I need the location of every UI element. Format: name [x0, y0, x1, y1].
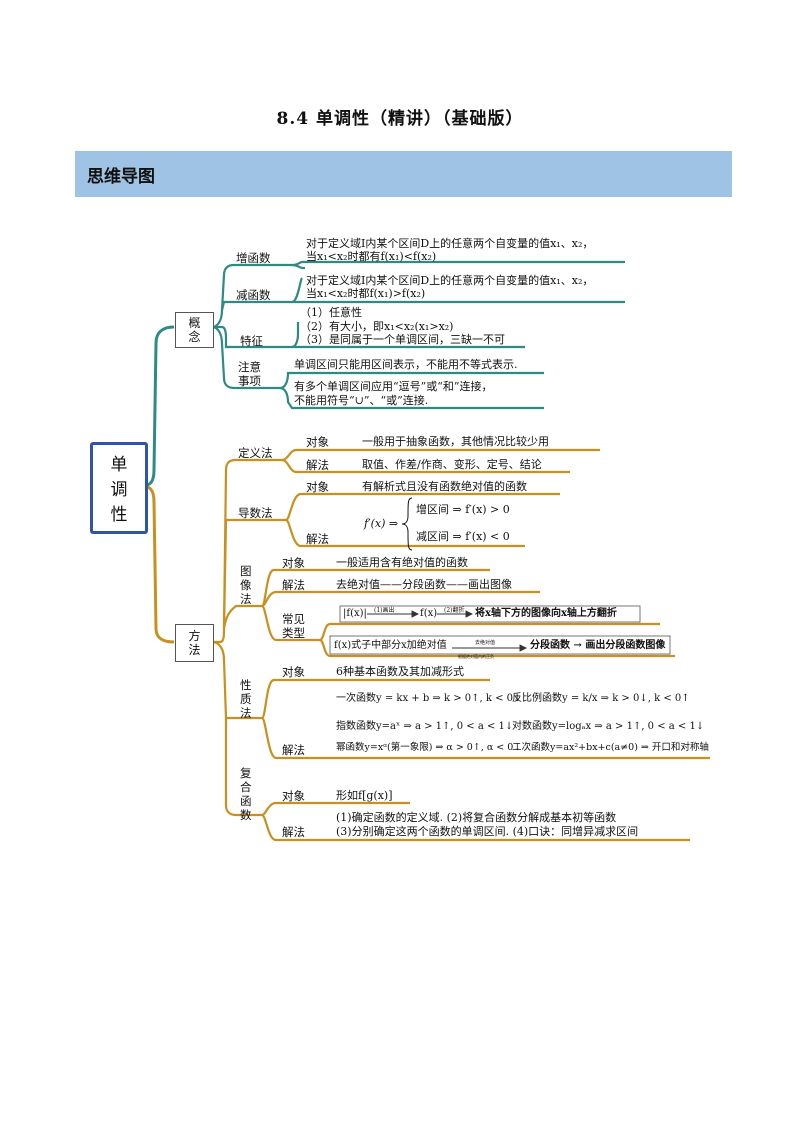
note-2b: 不能用符号“∪”、“或”连接. [294, 394, 429, 407]
section-heading: 思维导图 [87, 167, 155, 187]
property-object: 6种基本函数及其加减形式 [336, 665, 464, 678]
document-title: 8.4 单调性（精讲）（基础版） [276, 109, 524, 129]
definition-object: 一般用于抽象函数，其他情况比较少用 [362, 435, 549, 448]
composite-object-label: 对象 [282, 789, 305, 803]
graph-types-label: 常见 类型 [282, 612, 305, 640]
definition-method-label: 定义法 [238, 446, 273, 460]
concept-node: 概 念 [175, 312, 214, 348]
graph-type1-fx: f(x) [420, 608, 438, 619]
increasing-label: 增函数 [236, 251, 271, 265]
derivative-method-label: 导数法 [238, 506, 273, 520]
graph-solution: 去绝对值——分段函数——画出图像 [336, 578, 512, 591]
decreasing-def-1: 对于定义域I内某个区间D上的任意两个自变量的值x₁、x₂， [306, 274, 594, 287]
composite-step-2: (3)分别确定这两个函数的单调区间. (4)口诀：同增异减求区间 [336, 825, 639, 838]
increasing-def-2: 当x₁<x₂时都有f(x₁)<f(x₂) [306, 250, 437, 263]
composite-function-label: 复 合 函 数 [240, 766, 252, 822]
graph-type2-step: 去绝对值 [475, 640, 496, 646]
feature-1: （1）任意性 [300, 306, 362, 319]
quadratic-function: 二次函数y=ax²+bx+c(a≠0) ⇒ 开口和对称轴 [512, 742, 709, 753]
note-2a: 有多个单调区间应用“逗号”或“和”连接， [294, 380, 493, 393]
property-object-label: 对象 [282, 665, 305, 679]
composite-solution-label: 解法 [282, 825, 305, 839]
method-label: 方 法 [188, 629, 201, 657]
derivative-solution-label: 解法 [306, 532, 329, 546]
logarithmic-function: 对数函数y=logₐx ⇒ a > 1↑, 0 < a < 1↓ [512, 721, 705, 732]
definition-solution: 取值、作差/作商、变形、定号、结论 [362, 458, 542, 471]
note-1: 单调区间只能用区间表示，不能用不等式表示. [294, 358, 518, 371]
derivative-object: 有解析式且没有函数绝对值的函数 [362, 480, 527, 493]
notes-label: 注意 事项 [238, 360, 261, 388]
power-function: 幂函数y=xᵅ(第一象限) ⇒ α > 0↑, α < 0↓ [336, 742, 522, 753]
graph-type2-result: 分段函数 → 画出分段函数图像 [530, 640, 666, 651]
linear-function: 一次函数y = kx + b ⇒ k > 0↑, k < 0↓ [336, 693, 522, 704]
derivative-decreasing: 减区间 ⇒ f′(x) < 0 [416, 530, 510, 543]
decreasing-def-2: 当x₁<x₂时都f(x₁)>f(x₂) [306, 287, 426, 300]
root-node: 单 调 性 [90, 442, 148, 534]
reciprocal-function: 反比例函数y = k/x ⇒ k > 0↓, k < 0↑ [512, 693, 690, 704]
graph-object: 一般适用含有绝对值的函数 [336, 556, 468, 569]
derivative-increasing: 增区间 ⇒ f′(x) > 0 [416, 503, 510, 516]
composite-object: 形如f[g(x)] [336, 789, 393, 802]
property-solution-label: 解法 [282, 743, 305, 757]
graph-method-label: 图 像 法 [240, 564, 252, 606]
definition-solution-label: 解法 [306, 458, 329, 472]
increasing-def-1: 对于定义域I内某个区间D上的任意两个自变量的值x₁、x₂， [306, 237, 594, 250]
composite-step-1: (1)确定函数的定义域. (2)将复合函数分解成基本初等函数 [336, 811, 617, 824]
concept-label: 概 念 [188, 316, 201, 344]
property-method-label: 性 质 法 [240, 678, 252, 720]
graph-type1-abs: |f(x)| [343, 608, 367, 619]
graph-type1-result: 将x轴下方的图像向x轴上方翻折 [475, 608, 617, 619]
feature-3: （3）是同属于一个单调区间，三缺一不可 [300, 333, 505, 346]
derivative-object-label: 对象 [306, 480, 329, 494]
feature-label: 特征 [240, 334, 263, 348]
graph-solution-label: 解法 [282, 578, 305, 592]
graph-object-label: 对象 [282, 556, 305, 570]
graph-type1-step2: (2)翻折 [444, 607, 465, 614]
exponential-function: 指数函数y=aˣ ⇒ a > 1↑, 0 < a < 1↓ [336, 721, 514, 732]
decreasing-label: 减函数 [236, 288, 271, 302]
graph-type1-step1: (1)画出 [374, 607, 395, 614]
section-banner: 思维导图 [75, 151, 732, 197]
derivative-fx: f′(x) ⇒ [364, 517, 399, 530]
definition-object-label: 对象 [306, 435, 329, 449]
graph-type2-desc: f(x)式子中部分x加绝对值 [334, 640, 447, 651]
graph-type2-sign: 根据绝对值内的正负 [458, 654, 494, 659]
feature-2: （2）有大小，即x₁<x₂(x₁>x₂) [300, 320, 454, 333]
root-label: 单 调 性 [110, 455, 128, 525]
method-node: 方 法 [175, 624, 214, 662]
